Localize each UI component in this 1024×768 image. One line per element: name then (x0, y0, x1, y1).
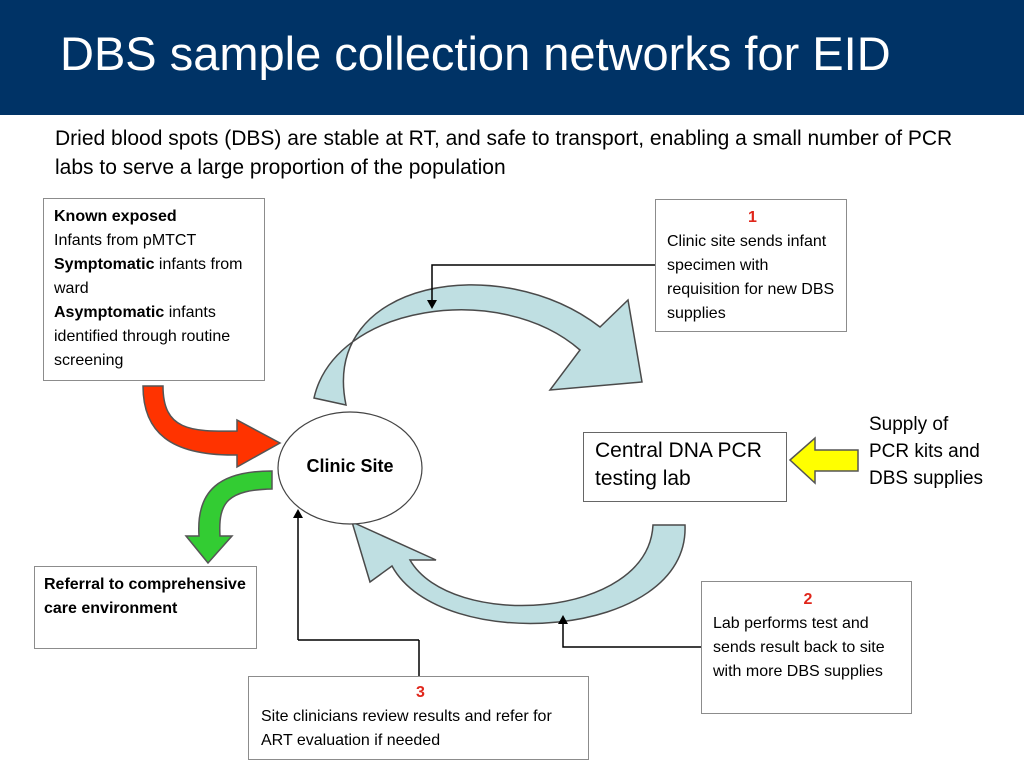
referral-text: Referral to comprehensive care environme… (44, 576, 246, 617)
connector-step-1-head (427, 300, 437, 309)
output-arrow-green (184, 470, 273, 565)
asymptomatic-label: Asymptomatic (54, 304, 165, 321)
step-2-number: 2 (803, 591, 813, 608)
known-exposed-detail: Infants from pMTCT (54, 232, 197, 249)
step-2-text: Lab performs test and sends result back … (713, 615, 885, 680)
cycle-arrow-clinic-to-lab (313, 284, 643, 406)
step-3-text: Site clinicians review results and refer… (261, 708, 552, 749)
connector-step-2 (562, 622, 701, 648)
referral-box: Referral to comprehensive care environme… (34, 566, 257, 649)
central-lab-node: Central DNA PCR testing lab (583, 432, 787, 502)
central-lab-label: Central DNA PCR testing lab (595, 439, 762, 490)
step-1-number: 1 (748, 209, 757, 226)
symptomatic-label: Symptomatic (54, 256, 155, 273)
step-3-box: 3 Site clinicians review results and ref… (248, 676, 589, 760)
step-2-box: 2 Lab performs test and sends result bac… (701, 581, 912, 714)
supply-note: Supply of PCR kits and DBS supplies (869, 414, 984, 489)
cycle-arrow-lab-to-clinic (350, 520, 686, 625)
source-populations-box: Known exposed Infants from pMTCT Symptom… (43, 198, 265, 381)
slide-title: DBS sample collection networks for EID (60, 27, 891, 80)
connector-step-3-head (293, 509, 303, 518)
clinic-site-node (277, 411, 423, 525)
step-1-box: 1 Clinic site sends infant specimen with… (655, 199, 847, 332)
step-3-number: 3 (416, 684, 425, 701)
clinic-site-label: Clinic Site (306, 456, 394, 476)
supply-arrow-yellow (788, 436, 859, 485)
input-arrow-red (142, 385, 282, 469)
connector-step-2-head (558, 615, 568, 624)
connector-step-1 (431, 264, 655, 302)
slide-subtitle: Dried blood spots (DBS) are stable at RT… (55, 127, 953, 179)
symptomatic-detail: infants from ward (54, 256, 243, 297)
title-bar (0, 0, 1024, 115)
asymptomatic-detail: infants identified through routine scree… (54, 304, 231, 369)
known-exposed-label: Known exposed (54, 208, 177, 225)
step-1-text: Clinic site sends infant specimen with r… (667, 233, 835, 322)
